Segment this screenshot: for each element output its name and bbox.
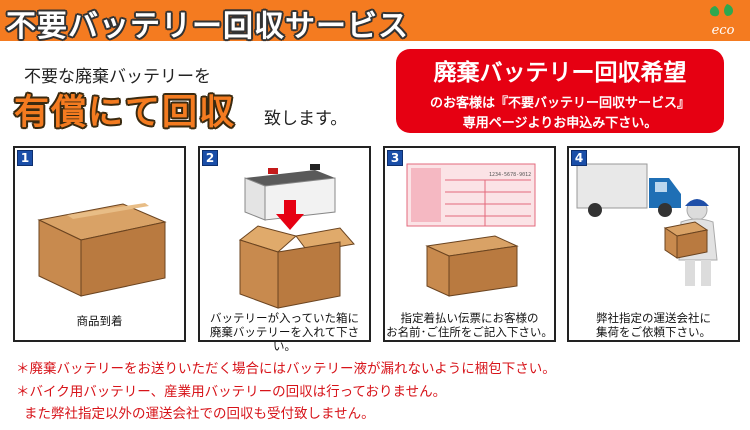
cardboard-box-icon: [425, 235, 519, 297]
delivery-truck-icon: [576, 163, 681, 217]
step-3-caption-2: お名前･ご住所をご記入下さい。: [386, 325, 553, 339]
intro-headline: 有償にて回収: [14, 93, 237, 133]
step-3-caption-1: 指定着払い伝票にお客様の: [400, 311, 539, 325]
svg-text:eco: eco: [712, 23, 735, 38]
step-4-panel: 4 弊社指定の運送会社に 集荷をご依頼下さい。: [567, 146, 740, 342]
note-2: ＊バイク用バッテリー、産業用バッテリーの回収は行っておりません。: [16, 384, 447, 400]
step-2-caption-1: バッテリーが入っていた箱に: [210, 311, 359, 325]
car-battery-icon: [244, 164, 336, 221]
svg-text:1234-5678-9012: 1234-5678-9012: [489, 172, 531, 178]
notice-line-2: 専用ページよりお申込み下さい。: [462, 116, 658, 131]
step-3-badge: 3: [387, 150, 403, 166]
cardboard-box-icon: [663, 221, 709, 259]
notice-title: 廃棄バッテリー回収希望: [433, 60, 687, 86]
leaf-icon: [709, 4, 733, 17]
step-2-badge: 2: [202, 150, 218, 166]
step-4-caption-2: 集荷をご依頼下さい。: [596, 325, 711, 339]
step-4-badge: 4: [571, 150, 587, 166]
page-title: 不要バッテリー回収サービス: [6, 9, 409, 44]
step-1-badge: 1: [17, 150, 33, 166]
step-2-caption-2: 廃棄バッテリーを入れて下さい。: [209, 325, 360, 353]
intro-tail: 致します。: [264, 109, 348, 129]
note-3: また弊社指定以外の運送会社での回収も受付致しません。: [24, 406, 375, 422]
step-4-caption-1: 弊社指定の運送会社に: [596, 311, 711, 325]
down-arrow-icon: [276, 200, 304, 230]
step-1-caption: 商品到着: [76, 314, 123, 328]
step-3-panel: 1234-5678-9012 3 指定着払い伝票にお客様の お名前･ご住所をご記…: [383, 146, 556, 342]
shipping-slip-icon: 1234-5678-9012: [406, 163, 536, 227]
notice-box[interactable]: 廃棄バッテリー回収希望 のお客様は『不要バッテリー回収サービス』 専用ページより…: [396, 49, 724, 133]
note-1: ＊廃棄バッテリーをお送りいただく場合にはバッテリー液が漏れないように梱包下さい。: [16, 361, 556, 377]
cardboard-box-icon: [238, 225, 355, 309]
header-bar: 不要バッテリー回収サービス eco: [0, 0, 750, 44]
step-1-panel: 1 商品到着: [13, 146, 186, 342]
cardboard-box-icon: [37, 203, 167, 297]
intro-line1: 不要な廃棄バッテリーを: [24, 67, 211, 87]
notice-line-1: のお客様は『不要バッテリー回収サービス』: [429, 96, 690, 111]
eco-logo: eco: [709, 4, 735, 38]
step-2-panel: 2 バッテリーが入っていた箱に 廃棄バッテリーを入れて下さい。: [198, 146, 371, 353]
